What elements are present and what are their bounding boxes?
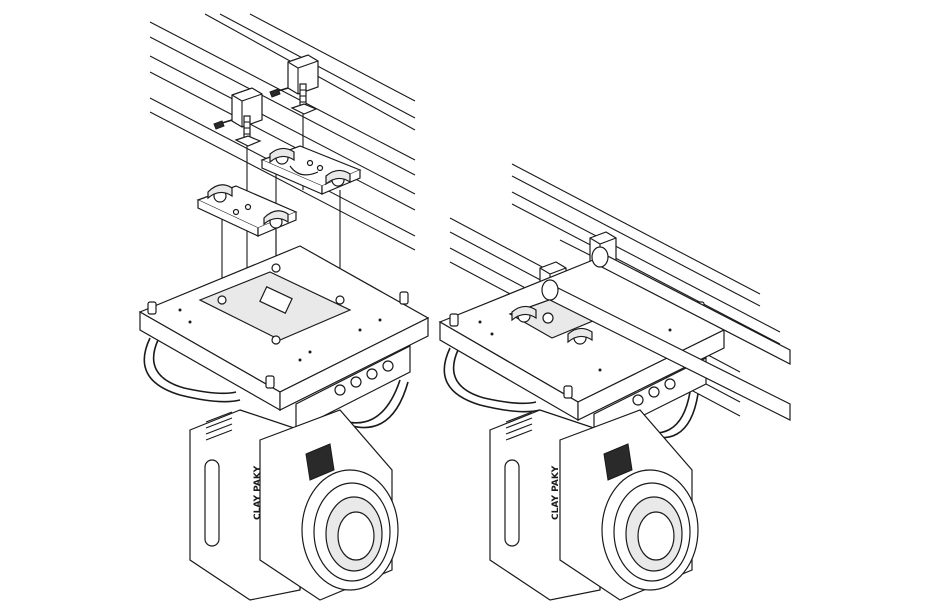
fixture-head-left: CLAY PAKY [189, 409, 399, 601]
fixture-base-right [438, 257, 726, 441]
truss-tube-foreground [541, 246, 791, 421]
omega-bracket-lower [196, 184, 298, 237]
fixture-base-left [138, 245, 430, 431]
omega-bracket-upper [260, 145, 362, 195]
truss-clamp-left-2 [269, 54, 319, 115]
brand-label-left: CLAY PAKY [253, 465, 263, 520]
left-assembly: CLAY PAKY [138, 13, 430, 601]
fixture-head-right: CLAY PAKY [489, 409, 699, 601]
brand-label-right: CLAY PAKY [551, 465, 561, 520]
right-assembly: CLAY PAKY [438, 163, 791, 601]
truss-clamp-left-1 [213, 87, 263, 147]
